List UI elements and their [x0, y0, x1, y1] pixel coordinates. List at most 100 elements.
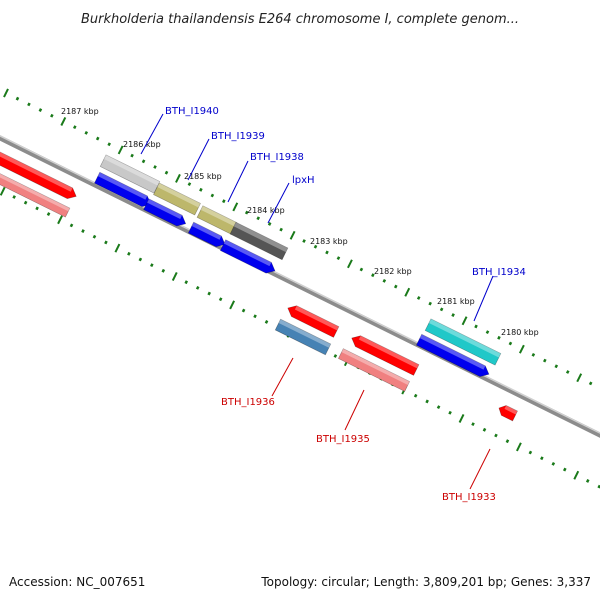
minor-tick: [494, 433, 498, 438]
minor-tick: [359, 267, 364, 272]
leader-line-bth-i1940: [140, 113, 164, 155]
gene-label-bth-i1938[interactable]: BTH_I1938: [250, 152, 304, 163]
major-tick: [175, 173, 181, 183]
major-tick: [404, 287, 411, 297]
gene-label-bth-i1936[interactable]: BTH_I1936: [221, 397, 275, 408]
major-tick: [60, 116, 67, 126]
minor-tick: [336, 256, 341, 261]
minor-tick: [23, 200, 28, 205]
cds-feature-2[interactable]: [143, 198, 187, 227]
leader-line-bth-i1934: [473, 275, 494, 322]
gene-label-bth-i1939[interactable]: BTH_I1939: [211, 131, 265, 142]
gene-label-bth-i1935[interactable]: BTH_I1935: [316, 434, 370, 445]
minor-tick: [222, 199, 226, 204]
minor-tick: [15, 96, 20, 101]
gene-label-bth-i1934[interactable]: BTH_I1934: [472, 267, 526, 278]
minor-tick: [563, 467, 567, 472]
minor-tick: [72, 125, 77, 130]
red-feature-bth-i1935[interactable]: [351, 335, 420, 376]
gray-feature-bth-i1940[interactable]: [99, 154, 161, 194]
minor-tick: [325, 250, 329, 255]
minor-tick: [150, 263, 154, 268]
minor-tick: [554, 364, 559, 369]
major-tick: [347, 259, 353, 269]
major-tick: [171, 272, 178, 281]
minor-tick: [12, 195, 16, 199]
minor-tick: [543, 358, 547, 363]
minor-tick: [428, 301, 432, 306]
minor-tick: [474, 324, 478, 329]
leader-line-bth-i1939: [187, 138, 210, 181]
cds-feature-3[interactable]: [187, 221, 226, 248]
minor-tick: [107, 142, 111, 147]
genome-summary-text: Topology: circular; Length: 3,809,201 bp…: [260, 575, 591, 589]
minor-tick: [267, 222, 272, 226]
minor-tick: [505, 439, 510, 444]
minor-tick: [531, 352, 536, 357]
minor-tick: [482, 427, 487, 432]
minor-tick: [38, 108, 43, 112]
minor-tick: [81, 229, 85, 233]
minor-tick: [127, 251, 131, 256]
map-title: Burkholderia thailandensis E264 chromoso…: [81, 12, 519, 27]
minor-tick: [153, 165, 157, 169]
minor-tick: [187, 182, 192, 186]
minor-tick: [279, 227, 283, 232]
minor-tick: [141, 159, 146, 164]
minor-tick: [416, 296, 421, 300]
leader-line-bth-i1938: [227, 160, 249, 203]
gene-label-bth-i1933[interactable]: BTH_I1933: [442, 492, 496, 503]
cds-feature-bth-i1934[interactable]: [415, 333, 490, 377]
gene-label-lpxh[interactable]: lpxH: [292, 175, 315, 186]
minor-tick: [95, 136, 100, 141]
minor-tick: [244, 210, 249, 215]
minor-tick: [451, 313, 455, 317]
leader-line-bth-i1933: [469, 448, 491, 490]
major-tick: [461, 316, 468, 326]
red-feature-left-1[interactable]: [0, 150, 77, 200]
red-feature-bth-i1936[interactable]: [287, 305, 340, 338]
major-tick: [576, 373, 583, 383]
cds-feature-4[interactable]: [219, 239, 276, 274]
dark-feature-lpxh[interactable]: [229, 221, 289, 261]
minor-tick: [207, 291, 211, 296]
minor-tick: [448, 410, 452, 415]
scale-label-2187: 2187 kbp: [61, 107, 99, 116]
minor-tick: [425, 399, 429, 404]
accession-text: Accession: NC_007651: [9, 575, 145, 589]
minor-tick: [27, 102, 31, 107]
minor-tick: [393, 284, 398, 289]
pink-feature-left-1[interactable]: [0, 171, 71, 218]
minor-tick: [551, 461, 556, 466]
scale-label-2181: 2181 kbp: [437, 297, 475, 306]
cyan-feature-bth-i1934[interactable]: [424, 318, 502, 366]
minor-tick: [485, 330, 490, 335]
minor-tick: [333, 354, 338, 358]
scale-labels: 2187 kbp 2186 kbp 2185 kbp 2184 kbp 2183…: [61, 107, 539, 337]
minor-tick: [92, 234, 97, 239]
scale-label-2180: 2180 kbp: [501, 328, 539, 337]
minor-tick: [540, 456, 544, 461]
minor-tick: [84, 130, 89, 135]
pink-feature-bth-i1935[interactable]: [337, 348, 411, 392]
major-tick: [117, 145, 124, 155]
minor-tick: [471, 422, 475, 427]
gene-label-bth-i1940[interactable]: BTH_I1940: [165, 106, 219, 117]
minor-tick: [104, 240, 108, 245]
minor-tick: [138, 257, 143, 262]
olive-feature-bth-i1939[interactable]: [153, 182, 201, 216]
minor-tick: [130, 153, 134, 158]
scale-label-2183: 2183 kbp: [310, 237, 348, 246]
major-tick: [229, 300, 236, 310]
minor-tick: [565, 370, 570, 374]
major-tick: [573, 470, 580, 480]
minor-tick: [528, 450, 533, 455]
minor-tick: [50, 113, 54, 118]
minor-tick: [313, 244, 318, 249]
minor-tick: [413, 393, 418, 398]
red-feature-bth-i1933[interactable]: [498, 405, 518, 422]
major-tick: [289, 230, 296, 240]
steel-feature-bth-i1936[interactable]: [274, 318, 332, 356]
major-tick: [3, 88, 9, 98]
